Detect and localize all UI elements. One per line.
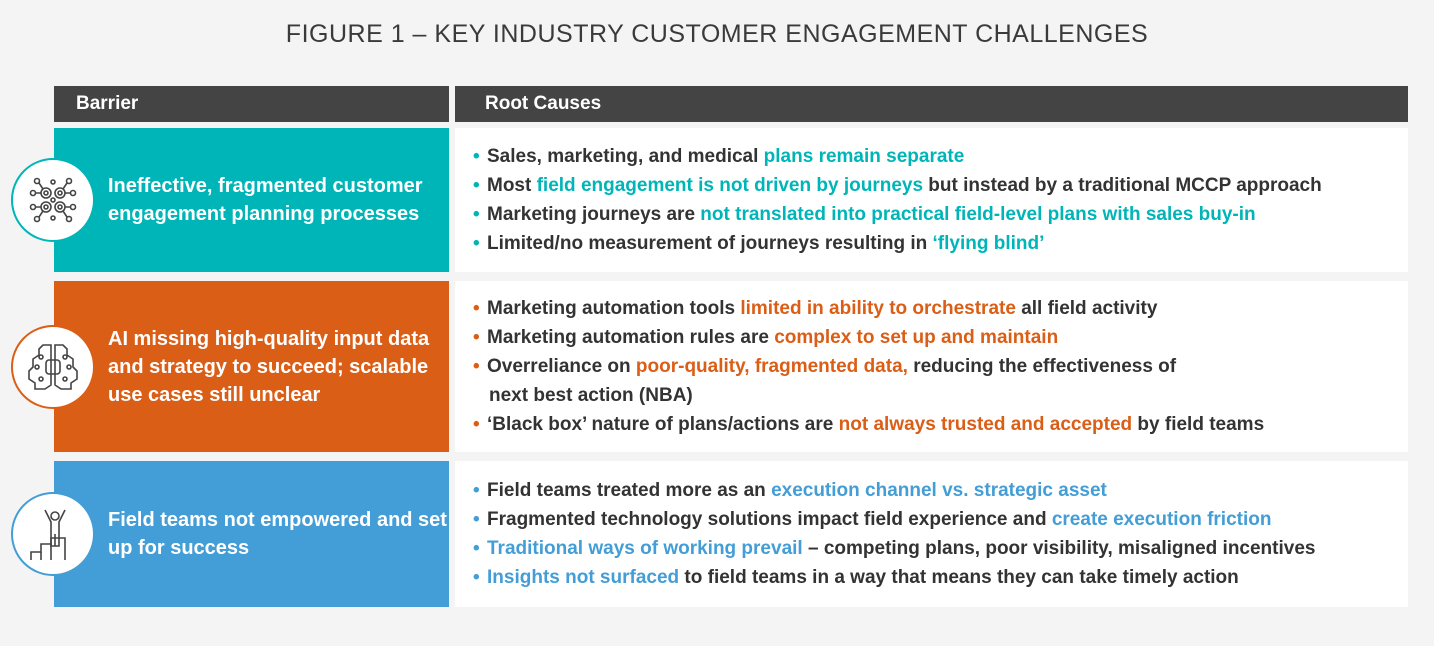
root-cause-bullet: • Limited/no measurement of journeys resu… (473, 229, 1408, 258)
header-root-causes: Root Causes (455, 86, 1408, 122)
bullet-text: all field activity (1015, 298, 1158, 319)
root-cause-bullet: • Marketing automation tools limited in a… (473, 294, 1408, 323)
highlighted-text: not always trusted and accepted (838, 414, 1133, 435)
bullet-icon: • (473, 327, 480, 348)
highlighted-text: complex to set up and maintain (774, 327, 1059, 348)
highlighted-text: Insights not surfaced (487, 567, 680, 588)
bullet-text: Marketing automation rules are (487, 327, 775, 348)
bullet-text: next best action (NBA) (489, 385, 693, 406)
highlighted-text: field engagement is not driven by journe… (536, 175, 924, 196)
ai-brain-icon (11, 324, 95, 409)
root-cause-bullet: • Field teams treated more as an executio… (473, 476, 1408, 505)
root-causes-cell: • Marketing automation tools limited in a… (455, 281, 1408, 452)
barrier-cell: AI missing high-quality input data and s… (54, 281, 449, 452)
bullet-icon: • (473, 233, 480, 254)
highlighted-text: create execution friction (1051, 509, 1272, 530)
root-causes-cell: • Field teams treated more as an executio… (455, 461, 1408, 607)
bullet-text: Overreliance on (487, 356, 636, 377)
figure-title: FIGURE 1 – KEY INDUSTRY CUSTOMER ENGAGEM… (285, 20, 1149, 48)
bullet-icon: • (473, 146, 480, 167)
bullet-icon: • (473, 298, 480, 319)
root-cause-bullet: next best action (NBA) (473, 381, 1408, 410)
bullet-text: – competing plans, poor visibility, misa… (802, 538, 1316, 559)
bullet-text: Limited/no measurement of journeys resul… (487, 233, 933, 254)
bullet-text: Marketing automation tools (487, 298, 741, 319)
highlighted-text: limited in ability to orchestrate (740, 298, 1016, 319)
highlighted-text: not translated into practical field-leve… (700, 204, 1256, 225)
bullet-text: Sales, marketing, and medical (487, 146, 764, 167)
highlighted-text: Traditional ways of working prevail (487, 538, 803, 559)
highlighted-text: ‘flying blind’ (932, 233, 1045, 254)
root-cause-bullet: • Insights not surfaced to field teams in… (473, 563, 1408, 592)
person-on-podium-icon (11, 492, 95, 576)
root-cause-bullet: • Traditional ways of working prevail – c… (473, 534, 1408, 563)
bullet-icon: • (473, 414, 480, 435)
barrier-text: AI missing high-quality input data and s… (108, 327, 430, 406)
barrier-cell: Ineffective, fragmented customer engagem… (54, 128, 449, 272)
bullet-icon: • (473, 204, 480, 225)
bullet-icon: • (473, 356, 480, 377)
header-barrier: Barrier (54, 86, 449, 122)
root-cause-bullet: • Marketing journeys are not translated i… (473, 200, 1408, 229)
barrier-cell: Field teams not empowered and set up for… (54, 461, 449, 607)
highlighted-text: poor-quality, fragmented data, (635, 356, 908, 377)
bullet-icon: • (473, 567, 480, 588)
bullet-icon: • (473, 509, 480, 530)
root-cause-bullet: • Overreliance on poor-quality, fragmente… (473, 352, 1408, 381)
barrier-text: Field teams not empowered and set up for… (108, 509, 447, 559)
bullet-text: but instead by a traditional MCCP approa… (923, 175, 1322, 196)
highlighted-text: execution channel vs. strategic asset (771, 480, 1107, 501)
bullet-text: ‘Black box’ nature of plans/actions are (487, 414, 839, 435)
root-cause-bullet: • Fragmented technology solutions impact … (473, 505, 1408, 534)
bullet-text: Fragmented technology solutions impact f… (487, 509, 1052, 530)
root-cause-bullet: • Marketing automation rules are complex … (473, 323, 1408, 352)
root-causes-cell: • Sales, marketing, and medical plans rem… (455, 128, 1408, 272)
bullet-text: reducing the effectiveness of (907, 356, 1177, 377)
highlighted-text: plans remain separate (763, 146, 965, 167)
bullet-text: by field teams (1132, 414, 1265, 435)
root-cause-bullet: • Most field engagement is not driven by … (473, 171, 1408, 200)
root-cause-bullet: • ‘Black box’ nature of plans/actions are… (473, 410, 1408, 439)
bullet-icon: • (473, 480, 480, 501)
bullet-text: to field teams in a way that means they … (679, 567, 1239, 588)
bullet-icon: • (473, 538, 480, 559)
network-nodes-icon (11, 158, 95, 242)
bullet-text: Field teams treated more as an (487, 480, 772, 501)
root-cause-bullet: • Sales, marketing, and medical plans rem… (473, 142, 1408, 171)
bullet-icon: • (473, 175, 480, 196)
bullet-text: Marketing journeys are (487, 204, 701, 225)
barrier-text: Ineffective, fragmented customer engagem… (108, 175, 423, 225)
bullet-text: Most (487, 175, 537, 196)
